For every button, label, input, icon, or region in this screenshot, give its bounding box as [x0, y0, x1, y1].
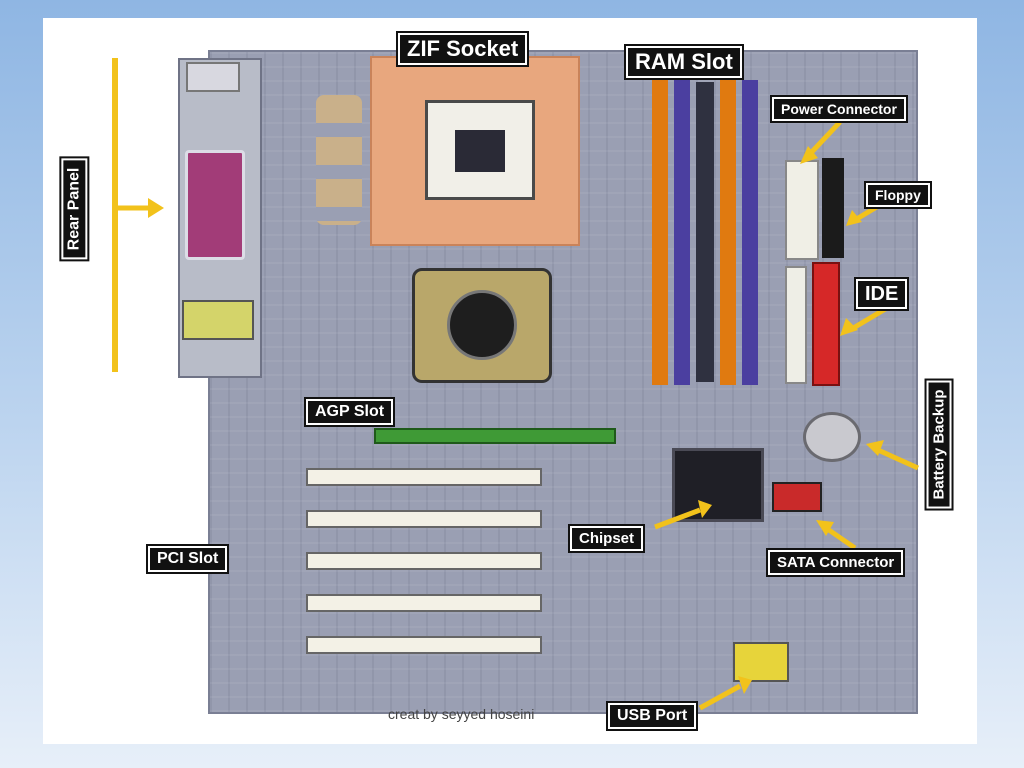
- chipset-arrow: [654, 507, 701, 530]
- ram-slot-1: [652, 80, 668, 385]
- label-ide: IDE: [856, 279, 908, 309]
- usb-arrowhead: [738, 676, 752, 694]
- sata-arrow: [824, 525, 857, 551]
- label-zif-socket: ZIF Socket: [398, 33, 528, 65]
- parallel-port: [185, 150, 245, 260]
- pci-slot-5: [306, 636, 542, 654]
- label-agp-slot: AGP Slot: [306, 399, 394, 425]
- floppy-connector: [822, 158, 844, 258]
- cpu-die: [455, 130, 505, 172]
- sata-arrowhead: [816, 520, 834, 536]
- chipset-arrowhead: [698, 500, 712, 518]
- pci-slot-2: [306, 510, 542, 528]
- sata-ports: [772, 482, 822, 512]
- chipset-chip: [672, 448, 764, 522]
- usb-rear-ports: [186, 62, 240, 92]
- credit-text: creat by seyyed hoseini: [388, 706, 535, 722]
- label-battery-backup: Battery Backup: [926, 380, 952, 509]
- battery-cell: [803, 412, 861, 462]
- label-power-connector: Power Connector: [772, 97, 906, 121]
- power-arrowhead: [800, 146, 818, 164]
- label-floppy: Floppy: [866, 183, 930, 207]
- floppy-arrow: [853, 202, 882, 223]
- ide-connector-white: [785, 266, 807, 384]
- fan-hub: [447, 290, 517, 360]
- label-rear-panel: Rear Panel: [61, 158, 88, 260]
- capacitors: [316, 95, 362, 225]
- pci-slot-4: [306, 594, 542, 612]
- label-pci-slot: PCI Slot: [148, 546, 228, 572]
- battery-arrow: [876, 447, 920, 471]
- power-arrow: [806, 120, 842, 158]
- ide-arrow: [848, 302, 894, 333]
- battery-arrowhead: [866, 440, 884, 456]
- ram-divider: [696, 82, 714, 382]
- ide-connector-red: [812, 262, 840, 386]
- floppy-arrowhead: [846, 210, 862, 226]
- label-chipset: Chipset: [570, 526, 644, 551]
- ram-slot-3: [720, 80, 736, 385]
- pci-slot-3: [306, 552, 542, 570]
- power-connector: [785, 160, 819, 260]
- serial-port: [182, 300, 254, 340]
- pci-slot-1: [306, 468, 542, 486]
- label-sata-connector: SATA Connector: [768, 550, 904, 575]
- agp-slot-part: [374, 428, 616, 444]
- usb-headers: [733, 642, 789, 682]
- ide-arrowhead: [840, 318, 858, 336]
- rear-panel-arrowhead: [148, 198, 164, 218]
- label-ram-slot: RAM Slot: [626, 46, 742, 78]
- usb-arrow: [698, 683, 742, 711]
- ram-slot-2: [674, 80, 690, 385]
- ram-slot-4: [742, 80, 758, 385]
- label-usb-port: USB Port: [608, 703, 697, 729]
